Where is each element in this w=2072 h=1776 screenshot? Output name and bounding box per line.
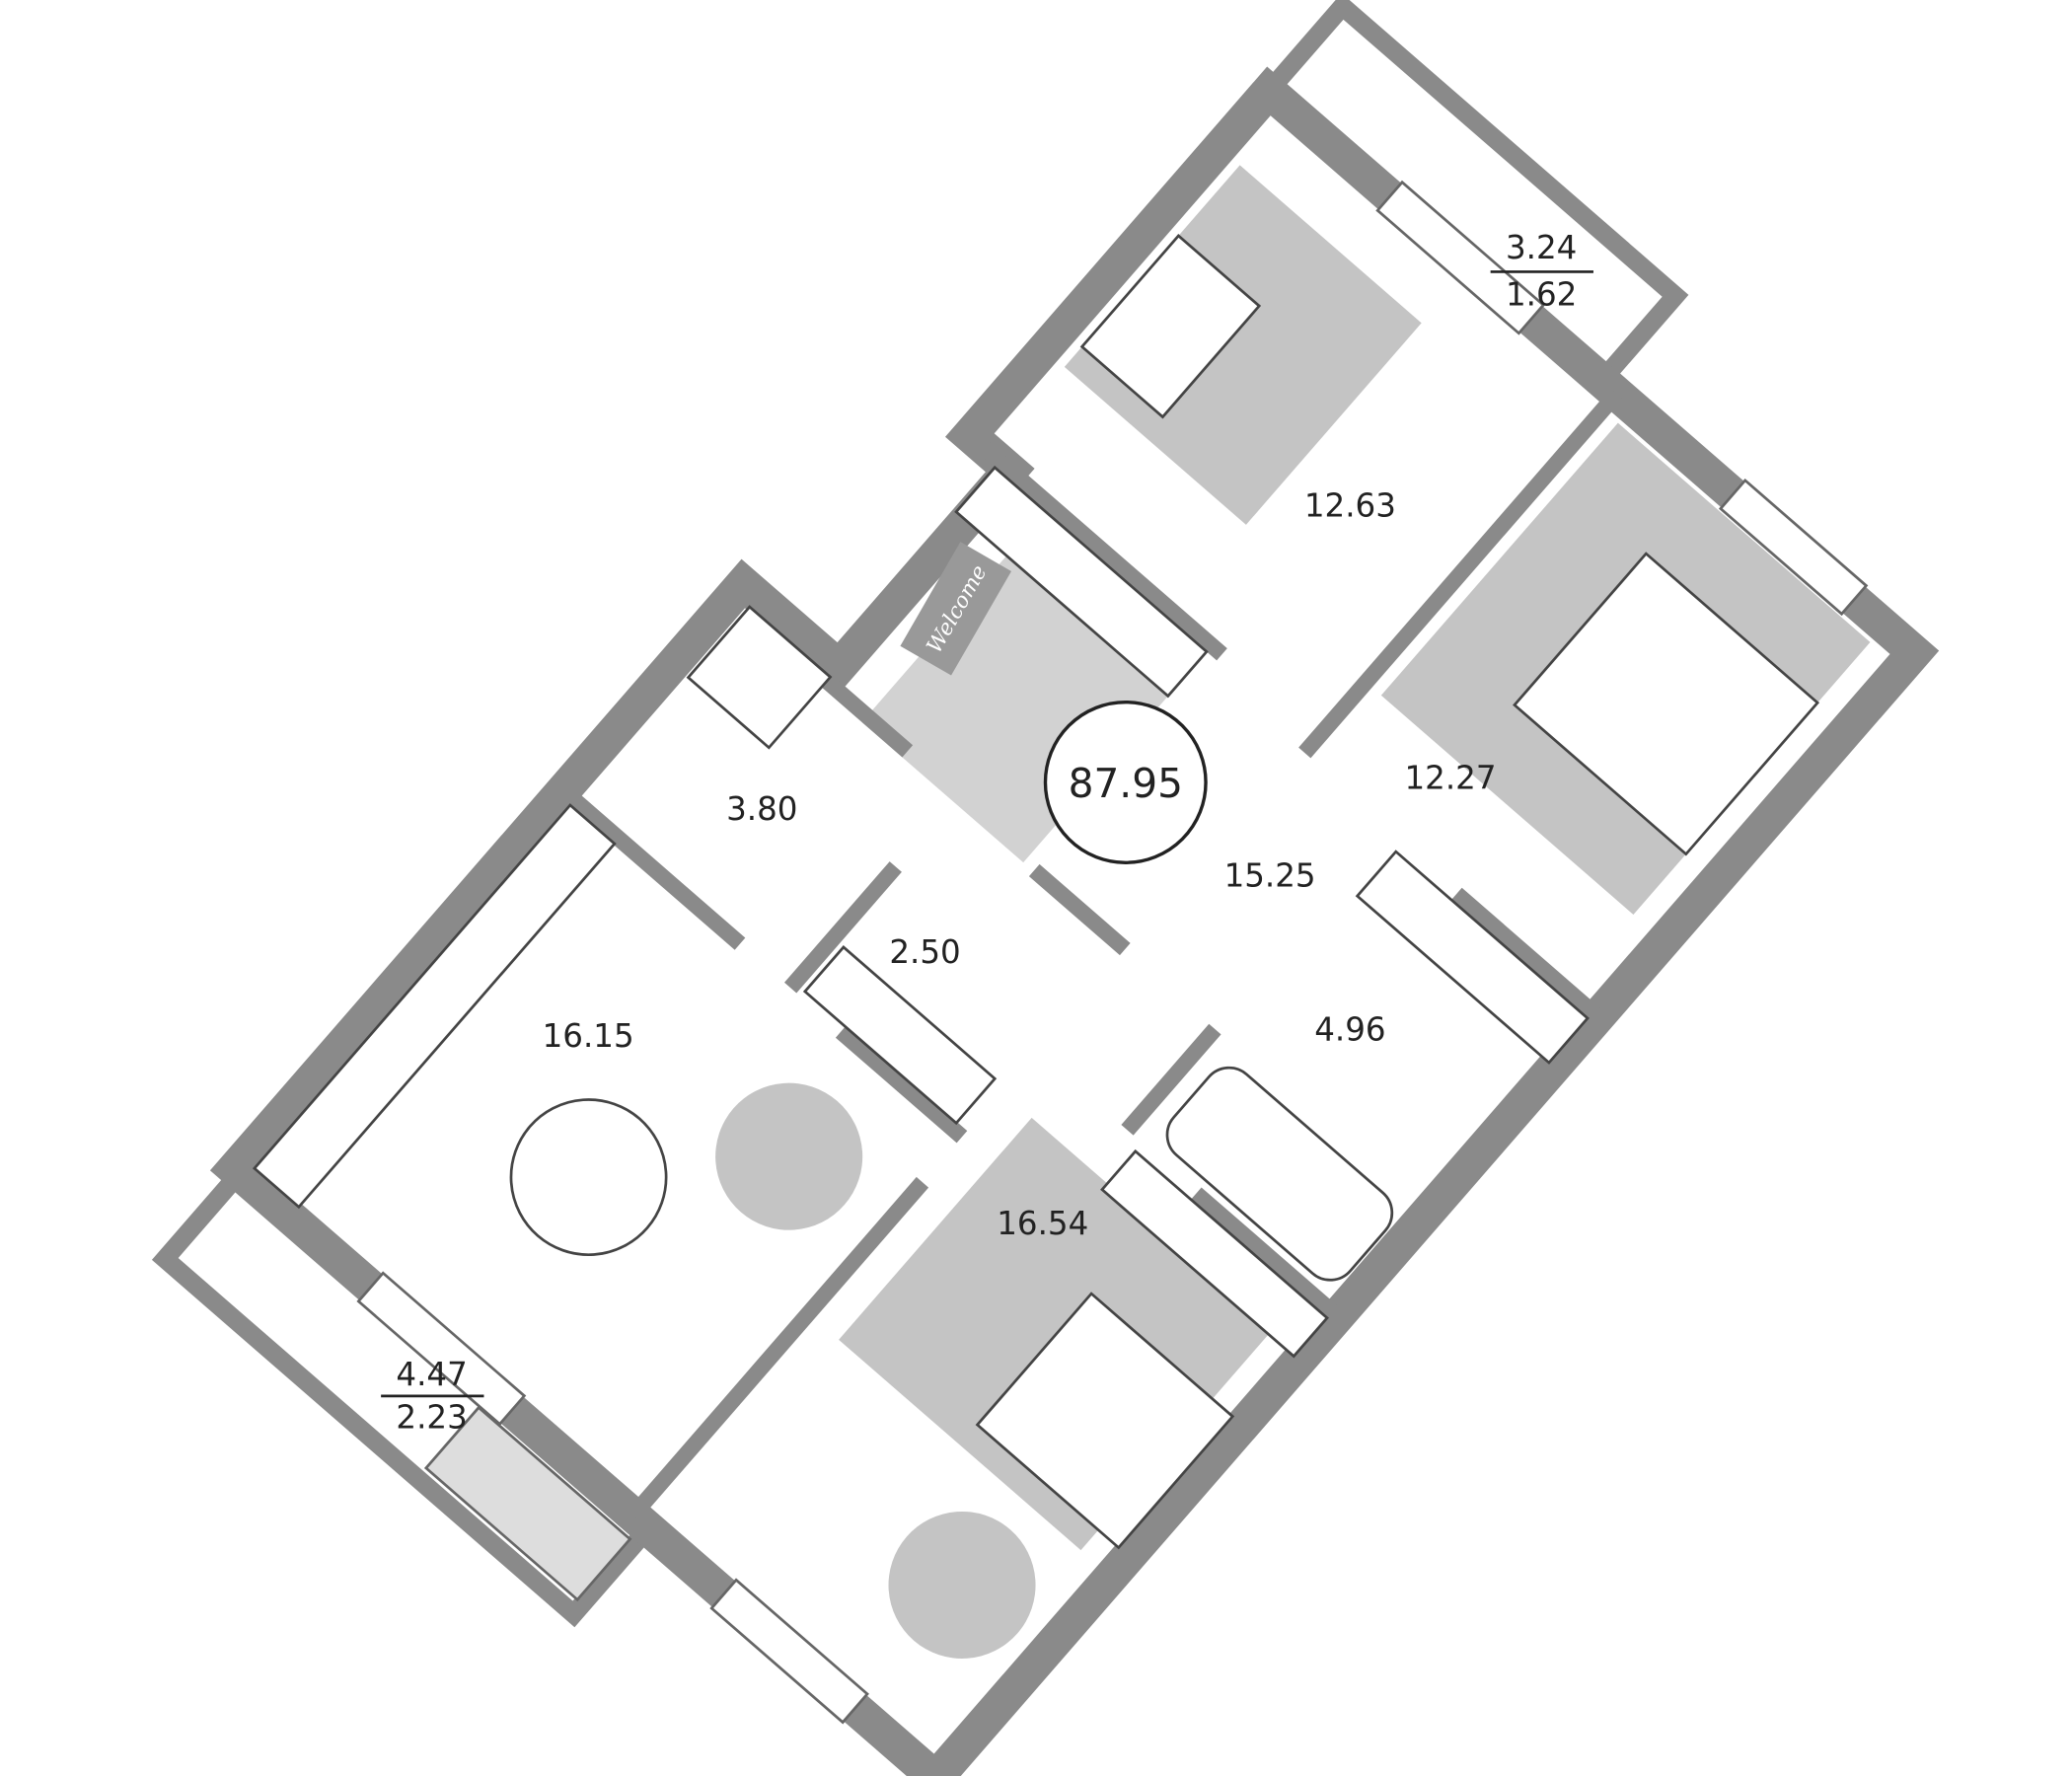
room-area-bedroom-right: 12.27 — [1404, 760, 1496, 797]
room-area-bathroom: 4.96 — [1314, 1010, 1385, 1048]
balcony-top-reduced-area: 1.62 — [1506, 275, 1577, 313]
bathtub — [1165, 1066, 1394, 1282]
interior-walls — [562, 388, 1623, 1520]
plan-geometry — [151, 0, 1940, 1776]
wardrobe — [1100, 1148, 1329, 1359]
total-area: 87.95 — [1069, 760, 1183, 807]
shower — [686, 605, 833, 750]
bed — [1513, 552, 1820, 856]
bed — [1079, 234, 1262, 419]
room-area-storage: 2.50 — [889, 933, 960, 971]
window — [1718, 478, 1869, 617]
round-rug — [715, 1082, 863, 1230]
round-rug — [888, 1511, 1036, 1659]
window — [1375, 180, 1546, 335]
room-area-bathroom-small: 3.80 — [726, 790, 797, 828]
room-area-bedroom-top: 12.63 — [1304, 486, 1396, 524]
window — [356, 1271, 527, 1427]
room-area-bedroom-bottom: 16.54 — [997, 1205, 1088, 1242]
balcony-left-deck — [423, 1405, 632, 1602]
dining-table — [509, 1098, 668, 1257]
room-area-kitchen: 16.15 — [543, 1017, 634, 1055]
bed — [975, 1292, 1235, 1550]
balcony-left-area: 4.47 — [396, 1356, 467, 1393]
window — [709, 1578, 869, 1725]
kitchen-counter — [252, 803, 617, 1210]
wardrobe — [802, 944, 998, 1126]
total-area-circle — [1043, 700, 1208, 864]
room-area-hallway: 15.25 — [1224, 857, 1316, 895]
balcony-top-area: 3.24 — [1506, 229, 1577, 266]
wardrobe — [1355, 850, 1590, 1065]
balcony-left-reduced-area: 2.23 — [396, 1398, 467, 1436]
wardrobe — [954, 465, 1209, 699]
rug — [1064, 165, 1422, 525]
